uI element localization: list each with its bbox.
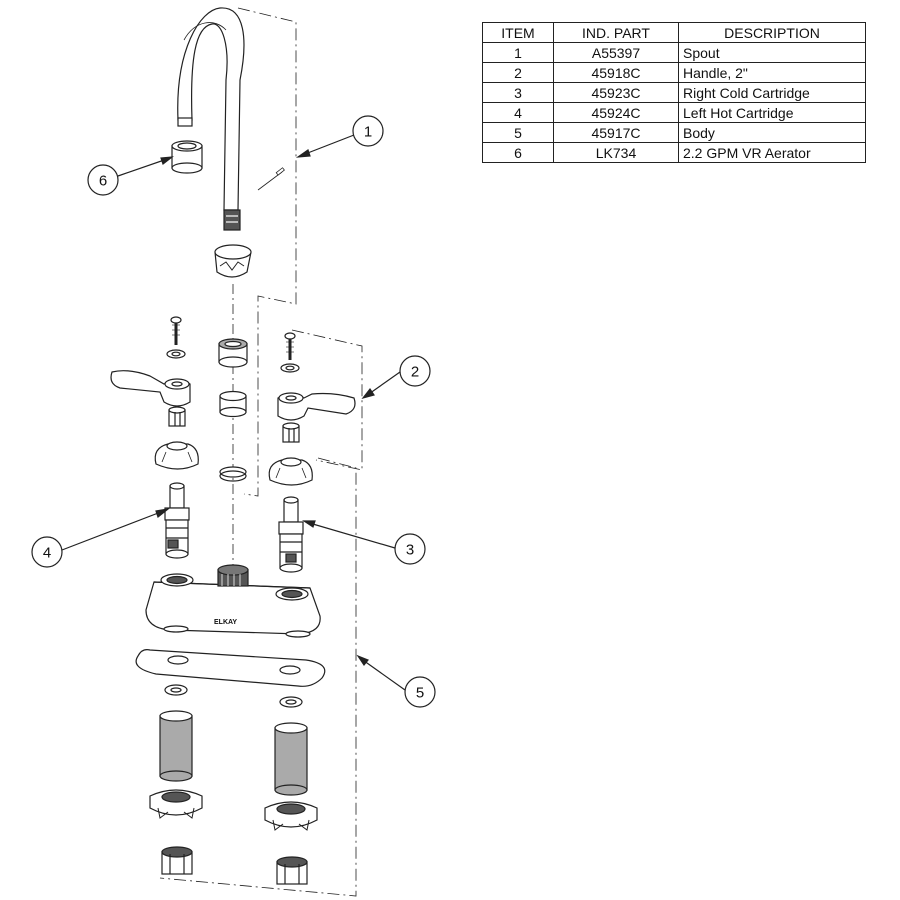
left-washer — [166, 349, 186, 359]
spout-nut — [214, 244, 252, 278]
header-description: DESCRIPTION — [678, 22, 866, 43]
cell-description: Left Hot Cartridge — [678, 102, 866, 123]
callout-circle-1 — [352, 115, 384, 147]
right-bonnet — [268, 457, 313, 486]
callout-label-2: 2 — [411, 364, 419, 381]
spout — [177, 7, 245, 231]
cell-item: 1 — [482, 42, 554, 63]
callout-leader-3 — [305, 521, 396, 549]
callout-circle-4 — [31, 536, 63, 568]
cell-part: 45917C — [553, 122, 679, 143]
left-screw — [170, 316, 182, 345]
faucet-body — [145, 564, 321, 638]
cell-part: 45924C — [553, 102, 679, 123]
center-sleeve — [219, 390, 247, 418]
table-row: 5 45917C Body — [482, 122, 866, 143]
handle-group-bracket — [291, 329, 363, 471]
header-ind-part: IND. PART — [553, 22, 679, 43]
table-row: 2 45918C Handle, 2" — [482, 62, 866, 83]
body-brand-label: ELKAY — [214, 619, 237, 626]
cell-description: 2.2 GPM VR Aerator — [678, 142, 866, 163]
callout-leader-4 — [61, 509, 167, 551]
aerator — [171, 140, 203, 174]
left-lock-nut — [149, 789, 203, 819]
table-row: 3 45923C Right Cold Cartridge — [482, 82, 866, 103]
right-cartridge — [278, 496, 304, 573]
left-lever-handle — [110, 370, 191, 407]
cell-part: A55397 — [553, 42, 679, 63]
header-item: ITEM — [482, 22, 554, 43]
table-row: 1 A55397 Spout — [482, 42, 866, 63]
right-lever-handle — [277, 392, 356, 421]
callout-label-1: 1 — [364, 124, 372, 141]
right-washer — [280, 363, 300, 373]
cell-part: LK734 — [553, 142, 679, 163]
body-group-bracket — [159, 457, 357, 897]
callout-label-6: 6 — [99, 173, 107, 190]
cell-description: Body — [678, 122, 866, 143]
cell-item: 4 — [482, 102, 554, 123]
callout-label-4: 4 — [43, 545, 51, 562]
cell-description: Spout — [678, 42, 866, 63]
callout-circle-5 — [404, 676, 436, 708]
spout-group-bracket — [237, 7, 297, 497]
parts-table: ITEM IND. PART DESCRIPTION 1 A55397 Spou… — [482, 22, 866, 163]
cell-description: Right Cold Cartridge — [678, 82, 866, 103]
callout-label-3: 3 — [406, 542, 414, 559]
left-coupling-nut — [161, 846, 193, 875]
right-lock-nut — [264, 801, 318, 831]
left-shank — [159, 710, 193, 782]
base-gasket — [135, 649, 326, 687]
parts-table-header-row: ITEM IND. PART DESCRIPTION — [482, 22, 866, 43]
table-row: 4 45924C Left Hot Cartridge — [482, 102, 866, 123]
callout-leader-6 — [117, 157, 171, 177]
table-row: 6 LK734 2.2 GPM VR Aerator — [482, 142, 866, 163]
cell-part: 45918C — [553, 62, 679, 83]
left-base-washer — [164, 684, 188, 696]
left-bonnet — [154, 441, 199, 470]
cell-description: Handle, 2" — [678, 62, 866, 83]
callout-label-5: 5 — [416, 685, 424, 702]
cell-part: 45923C — [553, 82, 679, 103]
right-screw — [284, 332, 296, 360]
left-cartridge — [164, 482, 190, 559]
callout-circle-3 — [394, 533, 426, 565]
cell-item: 5 — [482, 122, 554, 143]
right-shank — [274, 722, 308, 796]
cell-item: 2 — [482, 62, 554, 83]
callout-circle-6 — [87, 164, 119, 196]
right-base-washer — [279, 696, 303, 708]
center-o-ring — [218, 338, 248, 368]
right-coupling-nut — [276, 856, 308, 885]
callout-circle-2 — [399, 355, 431, 387]
left-stem-adapter — [168, 406, 186, 427]
right-stem-adapter — [282, 422, 300, 443]
cell-item: 3 — [482, 82, 554, 103]
cell-item: 6 — [482, 142, 554, 163]
center-snap-ring — [219, 466, 247, 482]
callout-leader-5 — [359, 657, 406, 691]
